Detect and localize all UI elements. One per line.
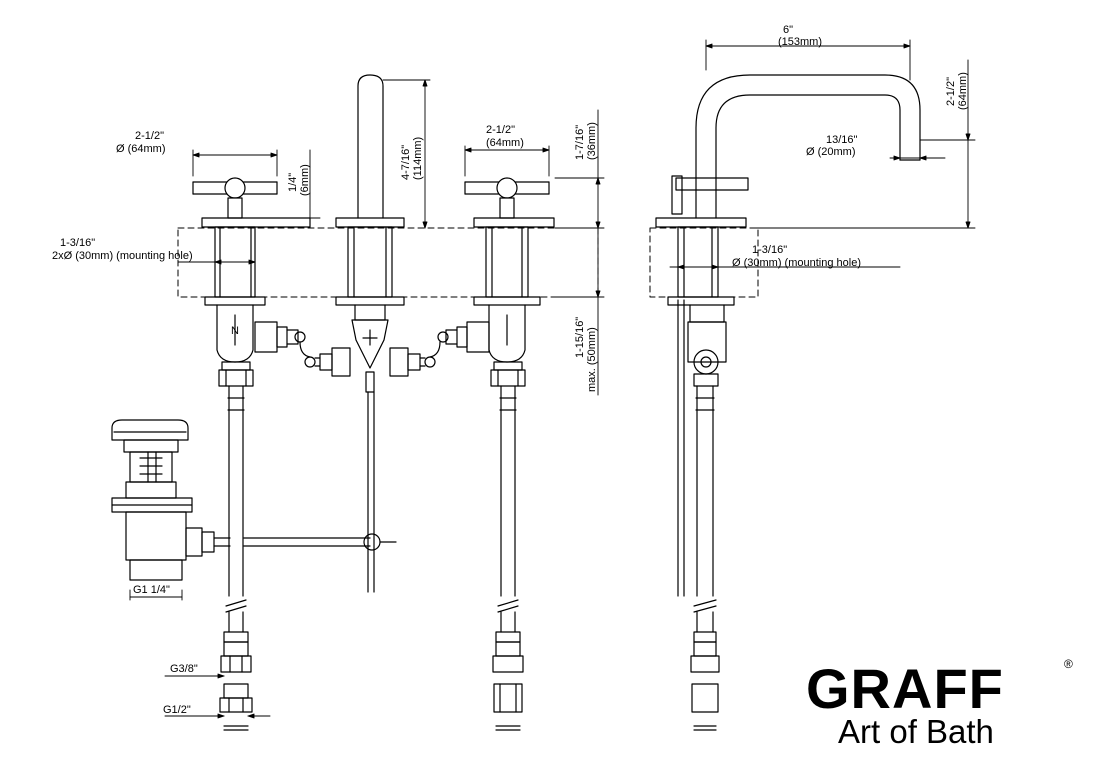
brand-name: GRAFF <box>806 657 1004 720</box>
right-handle-width-inch: 2-1/2" <box>486 124 515 136</box>
spout-drop-inch: 2-1/2" <box>945 77 957 106</box>
handle-height-mm: (36mm) <box>586 122 598 160</box>
drain-thread-label: G1 1/4" <box>133 584 170 596</box>
outlet-diameter-mm: Ø (20mm) <box>806 146 856 158</box>
mounting-hole-mm: 2xØ (30mm) (mounting hole) <box>52 250 193 262</box>
dimension-labels: 2-1/2" Ø (64mm) 1/4" (6mm) 1-3/16" 2xØ (… <box>52 24 969 716</box>
svg-text:N: N <box>231 325 239 337</box>
side-view-faucet <box>655 74 921 731</box>
spout-height-mm: (114mm) <box>412 137 424 180</box>
left-handle-width-inch: 2-1/2" <box>135 130 164 142</box>
brand-logo: GRAFF ® Art of Bath <box>806 657 1073 750</box>
left-handle-valve: N <box>192 177 311 597</box>
side-mounting-hole-mm: Ø (30mm) (mounting hole) <box>732 257 861 269</box>
spout-drop-mm: (64mm) <box>957 72 969 110</box>
pop-up-drain <box>111 419 397 581</box>
right-handle-valve <box>437 177 555 597</box>
right-supply-fitting <box>492 599 524 731</box>
supply-thread-large-label: G1/2" <box>163 704 191 716</box>
spout-reach-mm: (153mm) <box>778 36 822 48</box>
dimension-lines <box>129 39 976 719</box>
center-spout <box>299 74 441 593</box>
handle-height-inch: 1-7/16" <box>574 125 586 160</box>
deck-gap-mm: (6mm) <box>299 164 311 196</box>
max-deck-mm: max. (50mm) <box>586 327 598 392</box>
side-mounting-hole-inch: 1-3/16" <box>752 244 787 256</box>
spout-reach-inch: 6" <box>783 24 793 36</box>
right-handle-width-mm: (64mm) <box>486 137 524 149</box>
countertop-outline <box>177 227 759 298</box>
supply-thread-small-label: G3/8" <box>170 663 198 675</box>
brand-tagline: Art of Bath <box>838 713 994 750</box>
spout-height-inch: 4-7/16" <box>400 145 412 180</box>
left-supply-fitting <box>219 599 253 731</box>
deck-gap-inch: 1/4" <box>287 173 299 192</box>
max-deck-inch: 1-15/16" <box>574 317 586 358</box>
left-handle-width-mm: Ø (64mm) <box>116 143 166 155</box>
registered-mark: ® <box>1064 657 1073 671</box>
outlet-diameter-inch: 13/16" <box>826 134 858 146</box>
mounting-hole-inch: 1-3/16" <box>60 237 95 249</box>
